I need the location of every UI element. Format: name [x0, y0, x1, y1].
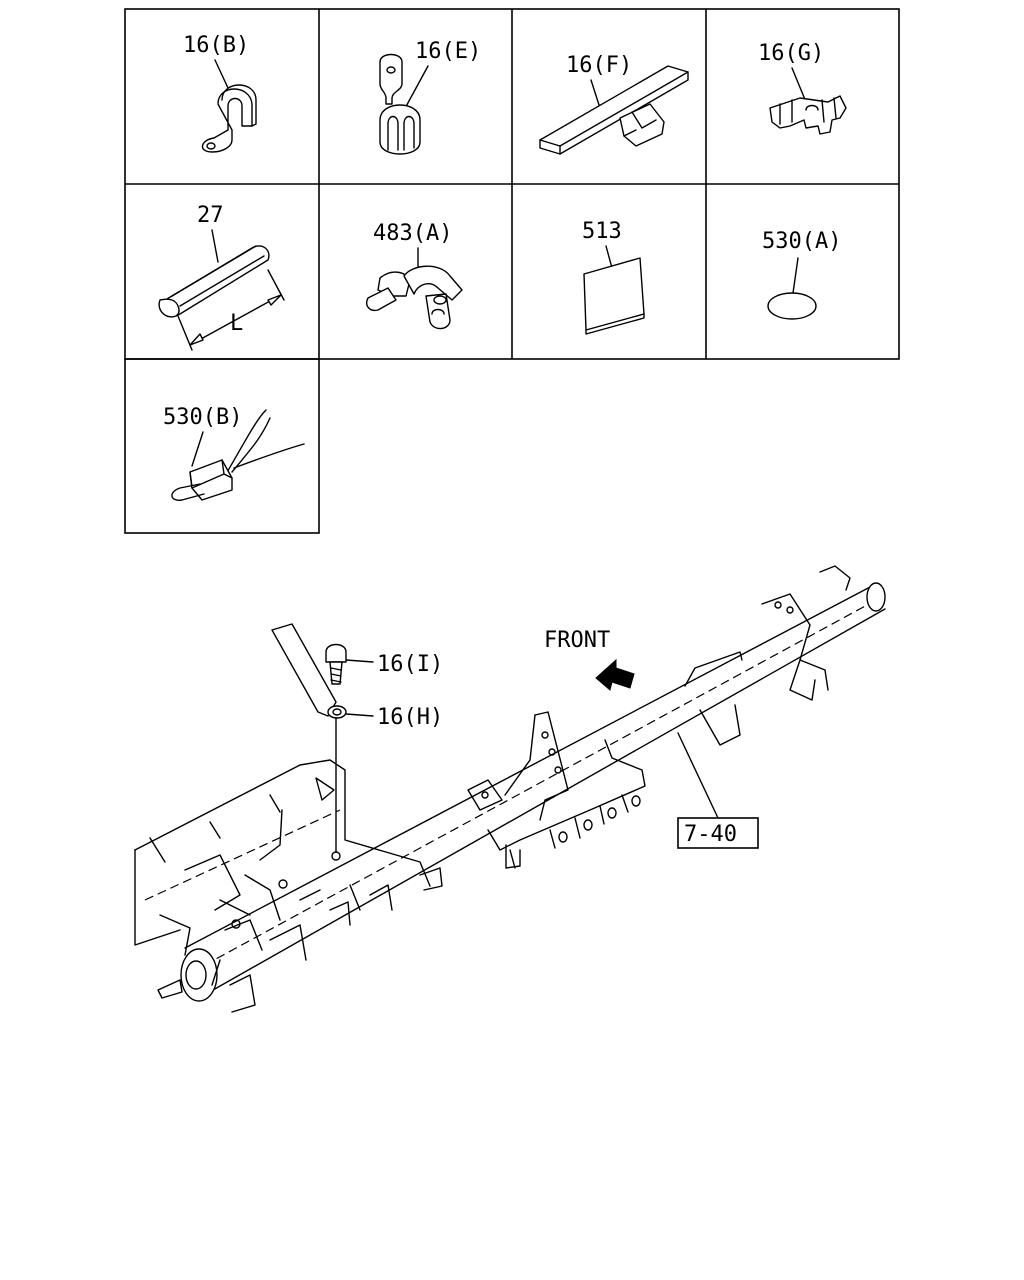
- length-dimension: L: [177, 269, 285, 351]
- part-16g-label: 16(G): [758, 41, 824, 66]
- part-16b-cell[interactable]: 16(B): [183, 33, 257, 153]
- band-530b-icon: [171, 409, 305, 501]
- part-16f-cell[interactable]: 16(F): [539, 53, 689, 155]
- clip-16e-icon: [379, 53, 421, 155]
- reference-7-40[interactable]: 7-40: [677, 732, 759, 849]
- part-16b-label: 16(B): [183, 33, 249, 58]
- front-label: FRONT: [544, 628, 610, 653]
- part-530a-label: 530(A): [762, 229, 841, 254]
- screw-16i-icon: [329, 661, 343, 685]
- part-513-cell[interactable]: 513: [582, 219, 645, 335]
- front-indicator: FRONT: [544, 628, 635, 691]
- part-530a-cell[interactable]: 530(A): [762, 229, 841, 320]
- parts-grid: [124, 8, 900, 534]
- trim-panel-icon: [271, 623, 337, 717]
- part-530b-cell[interactable]: 530(B): [163, 405, 305, 501]
- clip-16f-icon: [539, 65, 689, 155]
- cross-beam-assembly: [134, 565, 886, 1013]
- clip-16b-icon: [201, 84, 257, 153]
- part-16e-cell[interactable]: 16(E): [379, 39, 481, 155]
- part-513-label: 513: [582, 219, 622, 244]
- part-16f-label: 16(F): [566, 53, 632, 78]
- edge-trim-27-icon: [158, 245, 270, 318]
- part-483a-cell[interactable]: 483(A): [366, 221, 463, 330]
- disc-530a-icon: [767, 292, 817, 320]
- part-27-label: 27: [197, 203, 224, 228]
- part-16e-label: 16(E): [415, 39, 481, 64]
- dimension-l-label: L: [230, 311, 243, 336]
- pad-513-icon: [583, 257, 645, 335]
- part-16i-label: 16(I): [377, 652, 443, 677]
- clip-16g-icon: [769, 95, 847, 135]
- reference-label: 7-40: [684, 822, 737, 847]
- fastener-assembly: 16(I) 16(H): [271, 623, 443, 853]
- part-483a-label: 483(A): [373, 221, 452, 246]
- part-27-cell[interactable]: 27 L: [158, 203, 285, 351]
- front-arrow-icon: [595, 658, 635, 691]
- part-16g-cell[interactable]: 16(G): [758, 41, 847, 135]
- washer-16h-icon: [327, 705, 347, 719]
- part-16h-label: 16(H): [377, 705, 443, 730]
- clip-483a-icon: [366, 265, 463, 330]
- part-530b-label: 530(B): [163, 405, 242, 430]
